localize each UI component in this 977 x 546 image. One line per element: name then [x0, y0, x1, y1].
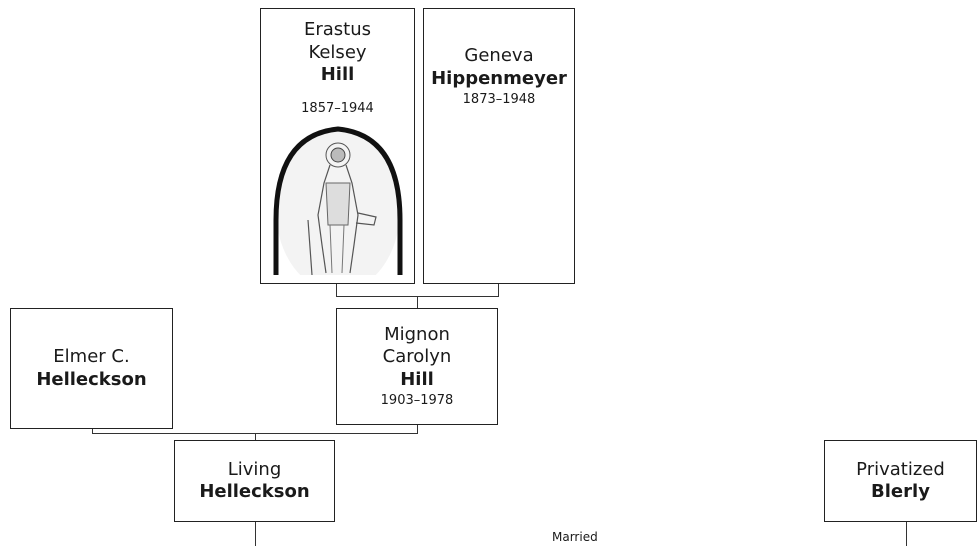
- surname: Helleckson: [175, 481, 334, 504]
- connector-privatized-down: [906, 522, 907, 546]
- surname: Hill: [261, 64, 414, 87]
- connector-mignon-down: [417, 425, 418, 433]
- connector-to-mignon: [417, 296, 418, 308]
- surname: Helleckson: [11, 369, 172, 392]
- connector-living-down: [255, 522, 256, 546]
- given-name: Living: [175, 459, 334, 482]
- given-name: Elmer C.: [11, 346, 172, 369]
- given-name: Geneva: [424, 45, 574, 68]
- person-card-mignon-hill[interactable]: Mignon Carolyn Hill 1903–1978: [336, 308, 498, 425]
- given-name: Privatized: [825, 459, 976, 482]
- connector-geneva-down: [498, 284, 499, 296]
- connector-to-living: [255, 433, 256, 440]
- person-card-privatized-blerly[interactable]: Privatized Blerly: [824, 440, 977, 522]
- person-card-erastus-hill[interactable]: Erastus Kelsey Hill 1857–1944: [260, 8, 415, 284]
- life-dates: 1903–1978: [337, 393, 497, 409]
- life-dates: 1873–1948: [424, 92, 574, 108]
- portrait-photo: [268, 125, 408, 275]
- surname: Hill: [337, 369, 497, 392]
- surname: Blerly: [825, 481, 976, 504]
- life-dates: 1857–1944: [261, 101, 414, 117]
- given-name: Mignon Carolyn: [337, 324, 497, 369]
- person-card-geneva-hippenmeyer[interactable]: Geneva Hippenmeyer 1873–1948: [423, 8, 575, 284]
- married-label: Married: [552, 530, 598, 544]
- person-card-elmer-helleckson[interactable]: Elmer C. Helleckson: [10, 308, 173, 429]
- surname: Hippenmeyer: [424, 68, 574, 91]
- connector-erastus-down: [336, 284, 337, 296]
- person-card-living-helleckson[interactable]: Living Helleckson: [174, 440, 335, 522]
- given-name: Erastus Kelsey: [261, 19, 414, 64]
